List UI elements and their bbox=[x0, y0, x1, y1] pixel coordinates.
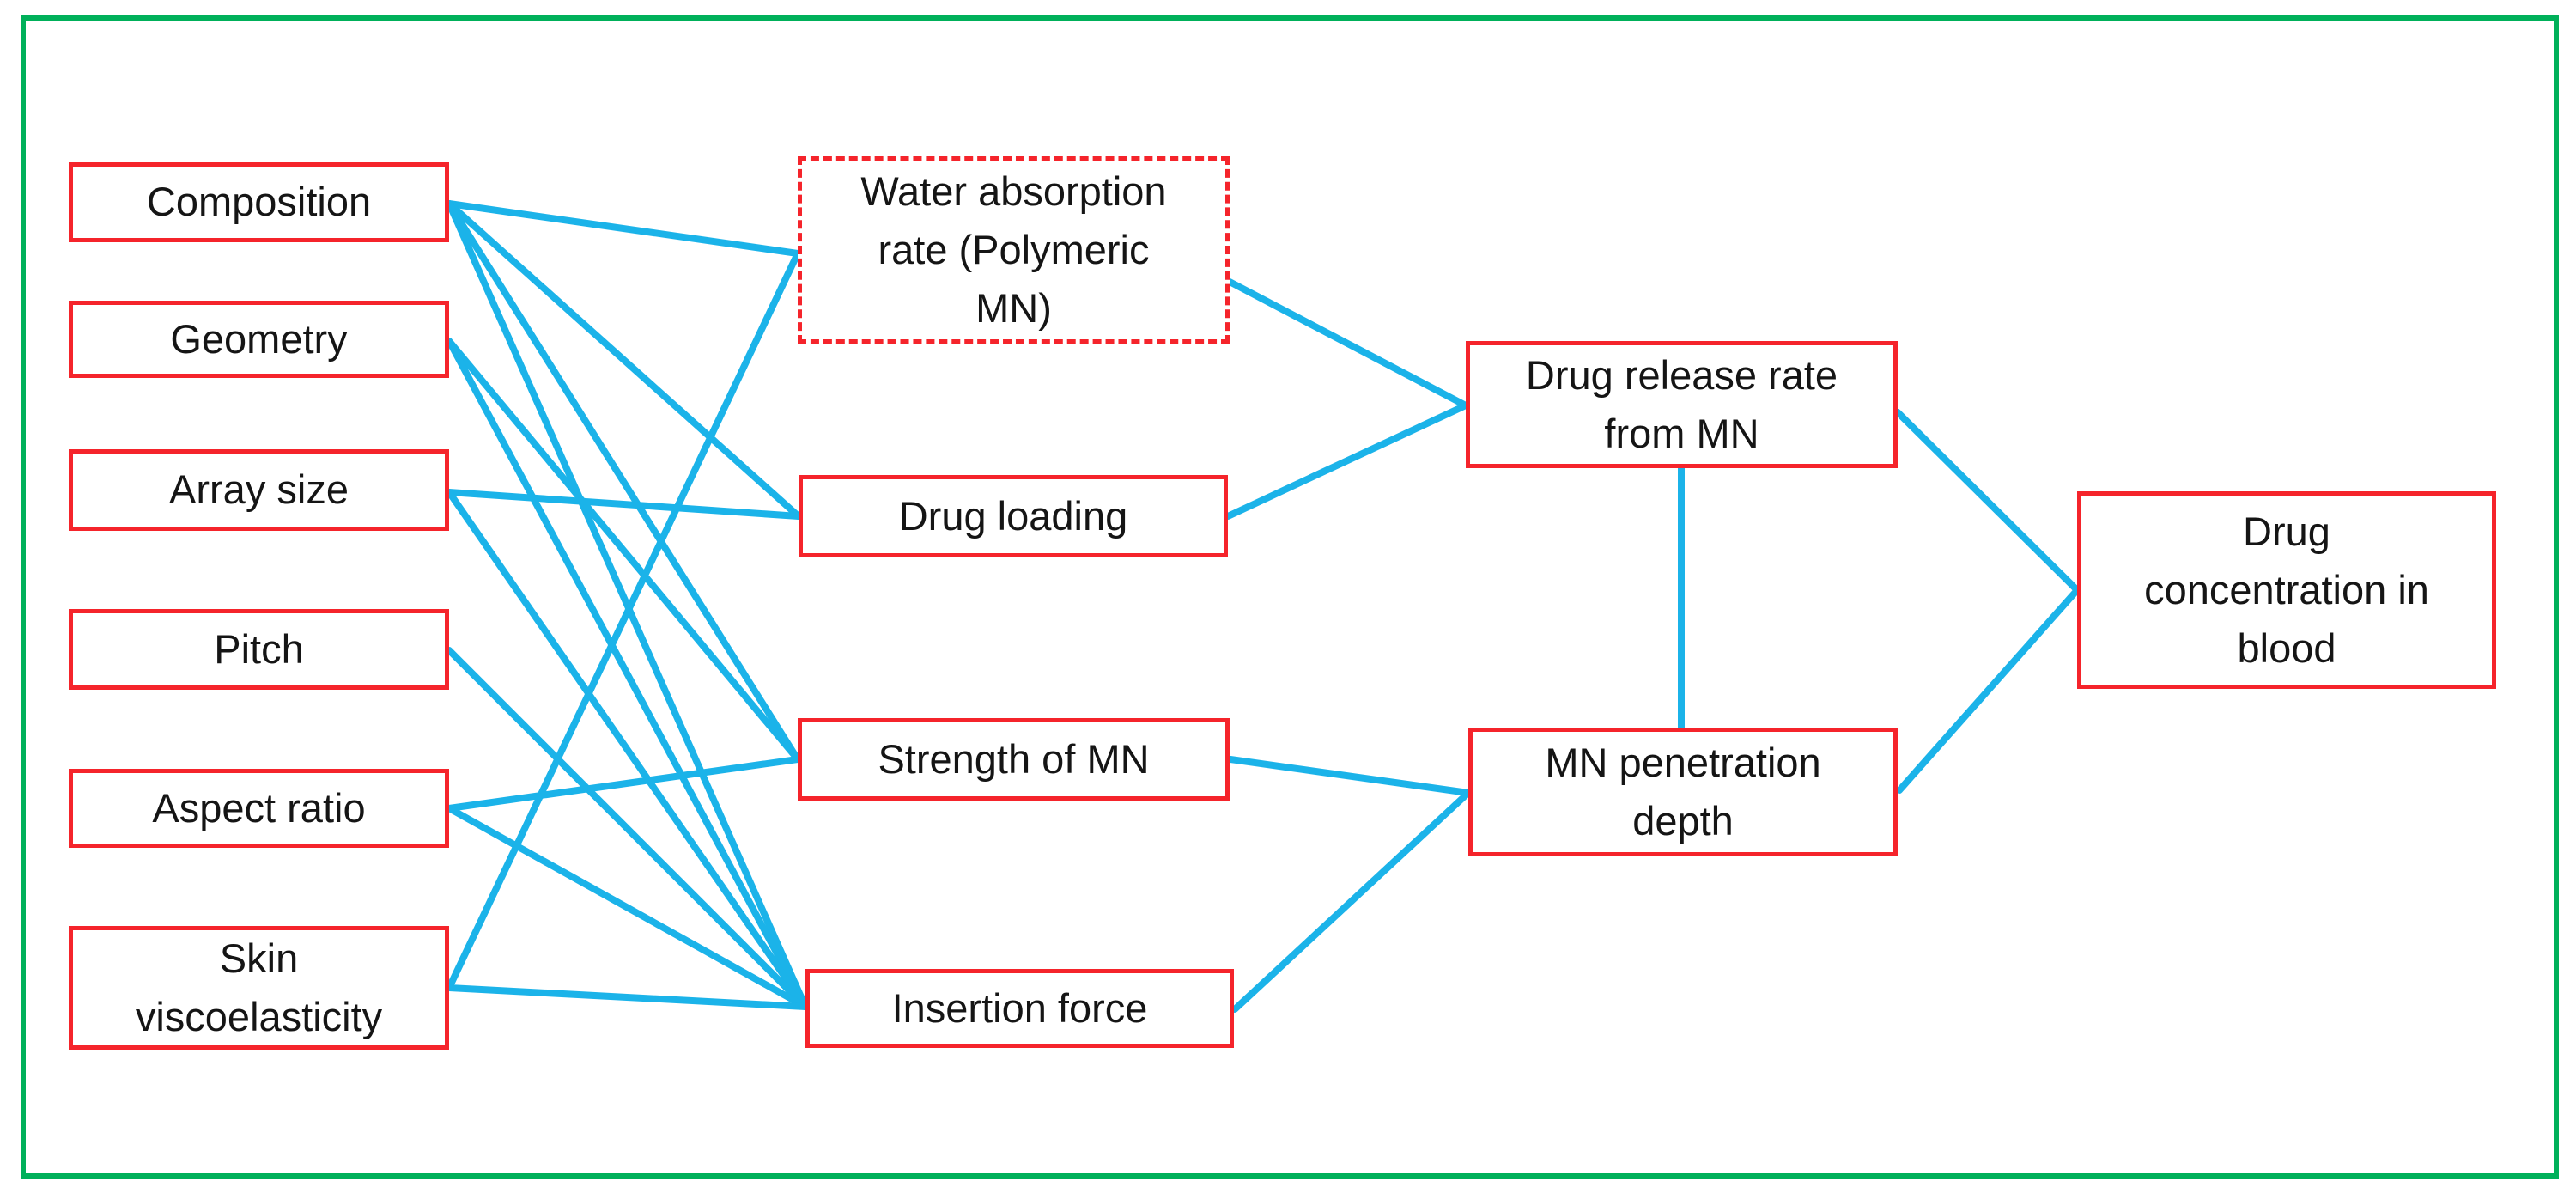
edge-geometry-insertion-force bbox=[446, 338, 809, 1010]
node-skin-viscoelasticity: Skin viscoelasticity bbox=[69, 926, 449, 1050]
edge-geometry-strength bbox=[446, 338, 801, 763]
edge-strength-penetration bbox=[1227, 756, 1472, 796]
edge-insertion-force-penetration bbox=[1231, 789, 1472, 1013]
node-strength-of-mn: Strength of MN bbox=[798, 718, 1230, 801]
node-geometry: Geometry bbox=[69, 301, 449, 378]
edge-skin-visco-insertion-force bbox=[446, 984, 809, 1010]
node-mn-penetration-depth: MN penetration depth bbox=[1468, 728, 1898, 856]
edge-drug-release-concentration bbox=[1894, 409, 2081, 594]
node-drug-release-rate: Drug release rate from MN bbox=[1466, 341, 1898, 468]
edge-skin-visco-water-absorption bbox=[446, 250, 801, 991]
node-pitch: Pitch bbox=[69, 609, 449, 690]
edge-aspect-ratio-insertion-force bbox=[446, 805, 809, 1010]
edge-array-size-insertion-force bbox=[446, 489, 809, 1010]
node-drug-concentration-in-blood: Drug concentration in blood bbox=[2077, 491, 2496, 689]
node-insertion-force: Insertion force bbox=[805, 969, 1234, 1048]
edge-water-absorption-drug-release bbox=[1226, 278, 1469, 409]
node-array-size: Array size bbox=[69, 449, 449, 531]
node-composition: Composition bbox=[69, 162, 449, 242]
node-aspect-ratio: Aspect ratio bbox=[69, 769, 449, 848]
edge-drug-loading-drug-release bbox=[1224, 402, 1469, 520]
node-water-absorption-rate: Water absorption rate (Polymeric MN) bbox=[798, 156, 1230, 344]
edge-penetration-concentration bbox=[1896, 587, 2081, 794]
edge-aspect-ratio-strength bbox=[446, 756, 801, 812]
edge-composition-water-absorption bbox=[446, 200, 801, 257]
outer-green-frame bbox=[21, 15, 2559, 1179]
node-drug-loading: Drug loading bbox=[799, 475, 1228, 557]
edge-pitch-insertion-force bbox=[446, 647, 809, 1010]
edge-composition-strength bbox=[446, 200, 801, 763]
edge-composition-drug-loading bbox=[446, 200, 802, 520]
edge-array-size-drug-loading bbox=[446, 489, 802, 520]
